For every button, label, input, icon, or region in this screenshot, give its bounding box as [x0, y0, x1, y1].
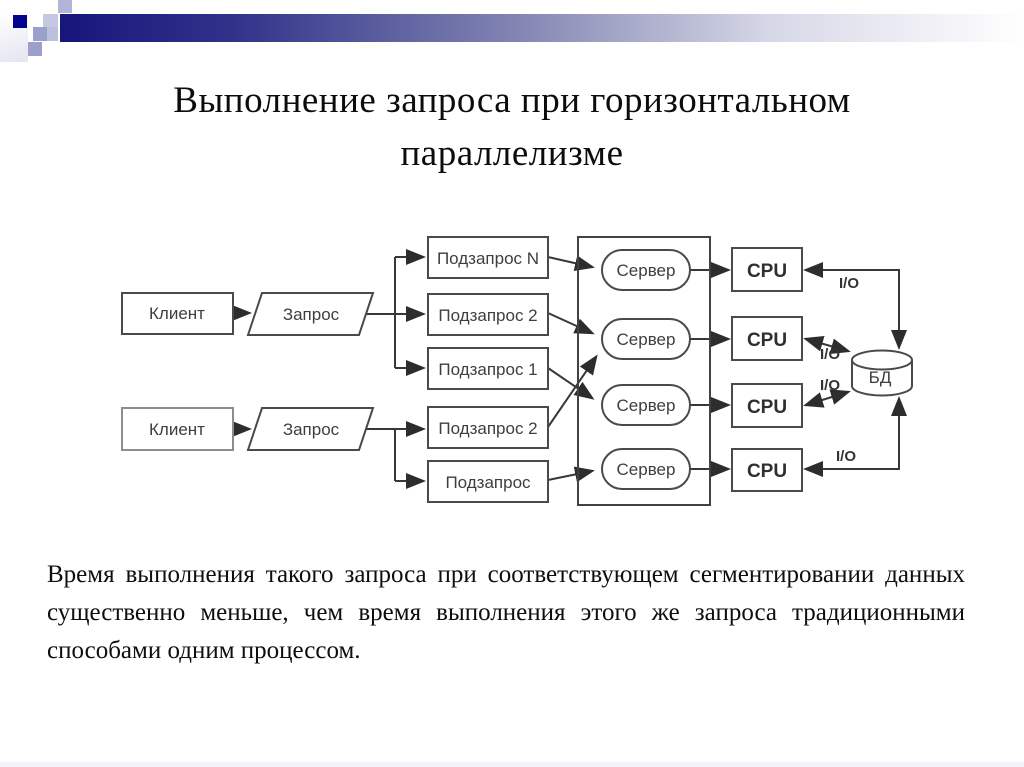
branch-query1 — [366, 257, 396, 368]
cpu-1-label: CPU — [747, 261, 787, 282]
db-label: БД — [869, 368, 892, 387]
io-label-4: I/O — [836, 448, 856, 465]
client-box-2-label: Клиент — [149, 420, 205, 439]
subquery-box-1 — [427, 347, 549, 390]
server-1-label: Сервер — [617, 261, 676, 280]
cpu-box-3 — [731, 383, 803, 428]
arrow-subquery-n-server1 — [547, 255, 595, 272]
server-4-label: Сервер — [617, 460, 676, 479]
cpu-box-2 — [731, 316, 803, 361]
server-group-frame — [577, 236, 711, 506]
client-box-1 — [121, 292, 234, 335]
subquery-box-2a — [427, 293, 549, 336]
subquery-1-label: Подзапрос 1 — [438, 360, 537, 379]
arrow-subquery2b-server2 — [547, 354, 598, 428]
server-3-label: Сервер — [617, 396, 676, 415]
arrow-subquery1-server3 — [547, 367, 595, 400]
io-route-cpu4-db — [803, 396, 907, 477]
io-route-cpu1-db — [803, 262, 907, 350]
subquery-plain-label: Подзапрос — [445, 473, 531, 492]
db-cylinder-top — [851, 349, 913, 371]
client-box-2 — [121, 407, 234, 451]
cpu-3-label: CPU — [747, 397, 787, 418]
query-parallelogram-2 — [246, 407, 375, 451]
body-paragraph: Время выполнения такого запроса при соот… — [47, 561, 965, 664]
subquery-2a-label: Подзапрос 2 — [438, 306, 537, 325]
branch-query2 — [366, 428, 396, 481]
io-label-1: I/O — [839, 275, 859, 292]
arrow-subquery-server4 — [547, 466, 595, 483]
subquery-box-plain — [427, 460, 549, 503]
deco-square-navy — [13, 15, 27, 28]
slide-title-line1: Выполнение запроса при горизонтальном — [173, 80, 851, 121]
deco-square-light — [47, 27, 58, 41]
server-oval-4 — [601, 448, 691, 490]
io-label-2: I/O — [820, 346, 840, 363]
cpu-2-label: CPU — [747, 330, 787, 351]
subquery-box-2b — [427, 406, 549, 449]
client-box-1-label: Клиент — [149, 304, 205, 323]
slide-title-line2: параллелизме — [400, 133, 624, 174]
io-label-3: I/O — [820, 377, 840, 394]
deco-gradient-strip — [0, 0, 28, 62]
server-oval-3 — [601, 384, 691, 426]
deco-square-lavender — [33, 27, 47, 41]
deco-square-light — [58, 0, 72, 13]
subquery-box-n — [427, 236, 549, 279]
query-2-label: Запрос — [283, 420, 340, 439]
io-route-cpu2-db — [803, 335, 851, 355]
server-oval-2 — [601, 318, 691, 360]
slide-title: Выполнение запроса при горизонтальном па… — [0, 74, 1024, 180]
cpu-4-label: CPU — [747, 461, 787, 482]
arrow-subquery2a-server2 — [547, 312, 595, 335]
subquery-n-label: Подзапрос N — [437, 249, 539, 268]
bottom-edge-strip — [0, 762, 1024, 767]
deco-square-lavender — [28, 42, 42, 56]
header-gradient-bar — [60, 14, 1024, 42]
cpu-box-4 — [731, 448, 803, 492]
server-oval-1 — [601, 249, 691, 291]
query-1-label: Запрос — [283, 305, 340, 324]
subquery-2b-label: Подзапрос 2 — [438, 419, 537, 438]
deco-square-light — [43, 14, 58, 27]
query-parallelogram-1 — [246, 292, 375, 336]
cpu-box-1 — [731, 247, 803, 292]
server-2-label: Сервер — [617, 330, 676, 349]
